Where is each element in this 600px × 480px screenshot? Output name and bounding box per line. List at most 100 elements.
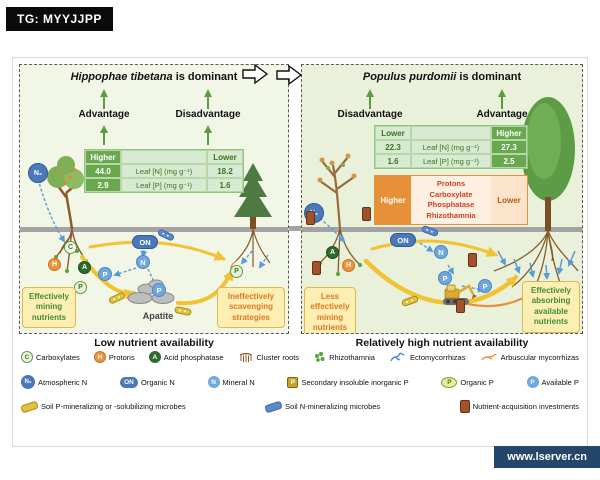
left-panel-art bbox=[37, 89, 272, 316]
n-flow-arrows-icon bbox=[315, 214, 485, 293]
table-header: Lower bbox=[491, 176, 527, 224]
carboxylate-icon: C bbox=[21, 351, 33, 363]
watermark-link[interactable]: www.lserver.cn bbox=[494, 446, 600, 468]
legend-row-2: N₂ Atmospheric N ON Organic N N Mineral … bbox=[21, 375, 579, 389]
apatite-label: Apatite bbox=[142, 311, 174, 321]
legend-item: Rhizothamnia bbox=[313, 351, 375, 363]
trait-item: Phosphatase bbox=[427, 200, 475, 209]
table-cell: 27.3 bbox=[491, 140, 527, 154]
legend-item: H Protons bbox=[93, 351, 135, 363]
secondary-inorganic-p-icon: P bbox=[287, 376, 299, 388]
advantage-label: Advantage bbox=[78, 109, 130, 120]
legend-item: Arbuscular mycorrhizas bbox=[480, 351, 579, 363]
legend-item: N₂ Atmospheric N bbox=[21, 375, 87, 389]
conifer-tree bbox=[226, 163, 272, 281]
legend-label: Acid phosphatase bbox=[163, 352, 224, 362]
table-header: Higher bbox=[375, 176, 411, 224]
table-cell: 44.0 bbox=[85, 164, 121, 178]
legend-label: Soil N-mineralizing microbes bbox=[285, 402, 381, 411]
investment-icon bbox=[468, 253, 477, 267]
available-p-icon: P bbox=[478, 279, 492, 293]
soil-n-microbe-icon bbox=[157, 229, 175, 241]
table-cell: 1.6 bbox=[207, 178, 243, 192]
acid-phosphatase-icon: A bbox=[326, 246, 339, 259]
proton-icon: H bbox=[342, 259, 355, 272]
organic-n-icon: ON bbox=[132, 235, 158, 249]
title-rest: is dominant bbox=[456, 71, 522, 83]
legend-item: Ectomycorrhizas bbox=[389, 351, 465, 363]
advantage-arrows-icon bbox=[100, 89, 212, 145]
investment-icon bbox=[362, 207, 371, 221]
available-p-icon: P bbox=[438, 271, 452, 285]
rhizothamnia-icon bbox=[318, 261, 362, 276]
leaf-nutrient-table: Lower Higher 22.3 Leaf [N] (mg g⁻¹) 27.3… bbox=[374, 125, 528, 169]
title-rest: is dominant bbox=[172, 71, 238, 83]
soil-p-microbe-icon bbox=[108, 292, 126, 304]
advantage-arrows-icon bbox=[366, 89, 506, 109]
mining-strategy-box: Effectively mining nutrients bbox=[22, 287, 76, 329]
soil-line bbox=[20, 227, 288, 232]
carboxylate-icon: C bbox=[64, 241, 77, 254]
advantage-label: Advantage bbox=[476, 109, 528, 120]
table-header-spacer bbox=[411, 126, 491, 140]
acid-phosphatase-icon: A bbox=[78, 261, 91, 274]
soil-line bbox=[302, 227, 582, 232]
table-cell: 1.6 bbox=[375, 154, 411, 168]
legend-item: P Organic P bbox=[441, 376, 494, 388]
figure: Hippophae tibetana is dominant Advantage… bbox=[12, 57, 588, 447]
absorbing-strategy-box: Effectively absorbing available nutrient… bbox=[522, 281, 580, 333]
table-header: Lower bbox=[375, 126, 411, 140]
traits-list: Protons Carboxylate Phosphatase Rhizotha… bbox=[411, 176, 491, 224]
legend-item: P Available P bbox=[526, 376, 579, 388]
trait-item: Rhizothamnia bbox=[426, 210, 476, 220]
investment-icon bbox=[312, 261, 321, 275]
populus-tree bbox=[493, 97, 579, 298]
legend-label: Mineral N bbox=[222, 377, 255, 387]
organic-p-icon: P bbox=[441, 376, 458, 388]
legend-item: C Carboxylates bbox=[21, 351, 80, 363]
organic-p-icon: P bbox=[74, 281, 87, 294]
soil-n-microbe-icon bbox=[264, 400, 283, 413]
available-p-icon: P bbox=[526, 376, 539, 388]
soil-p-microbe-icon bbox=[20, 400, 39, 413]
species-name: Hippophae tibetana bbox=[70, 71, 173, 83]
disadvantage-label: Disadvantage bbox=[337, 109, 403, 120]
legend-label: Organic N bbox=[140, 377, 175, 387]
atmospheric-n-icon: N₂ bbox=[28, 163, 48, 183]
table-cell: Leaf [N] (mg g⁻¹) bbox=[121, 164, 207, 178]
right-panel-title: Populus purdomii is dominant bbox=[302, 71, 582, 83]
legend-item: Soil N-mineralizing microbes bbox=[264, 400, 381, 413]
table-cell: Leaf [P] (mg g⁻¹) bbox=[411, 154, 491, 168]
table-header-spacer bbox=[121, 150, 207, 164]
disadvantage-label: Disadvantage bbox=[175, 109, 241, 120]
proton-icon: H bbox=[93, 351, 106, 363]
legend-label: Ectomycorrhizas bbox=[410, 352, 466, 362]
legend-label: Arbuscular mycorrhizas bbox=[500, 352, 579, 362]
excavator-icon bbox=[443, 284, 477, 305]
mineral-n-icon: N bbox=[207, 376, 220, 388]
soil-n-microbe-icon bbox=[421, 225, 439, 237]
left-panel: Hippophae tibetana is dominant Advantage… bbox=[19, 64, 289, 334]
table-header: Higher bbox=[85, 150, 121, 164]
table-cell: 18.2 bbox=[207, 164, 243, 178]
left-panel-title: Hippophae tibetana is dominant bbox=[20, 71, 288, 83]
legend-item: P Secondary insoluble inorganic P bbox=[287, 376, 409, 388]
ectomycorrhiza-icon bbox=[390, 352, 405, 362]
species-name: Populus purdomii bbox=[362, 71, 457, 83]
mining-strategy-box: Less effectively mining nutrients bbox=[304, 287, 356, 333]
table-cell: 2.5 bbox=[491, 154, 527, 168]
table-cell: Leaf [P] (mg g⁻¹) bbox=[121, 178, 207, 192]
arbuscular-mycorrhiza-icon bbox=[480, 353, 497, 361]
declining-hippophae-tree bbox=[317, 153, 362, 276]
organic-n-icon: ON bbox=[119, 376, 138, 388]
investment-icon bbox=[456, 299, 465, 313]
right-panel: Populus purdomii is dominant Disadvantag… bbox=[301, 64, 583, 334]
legend-label: Cluster roots bbox=[256, 352, 300, 362]
soil-line bbox=[287, 226, 303, 231]
atmospheric-n-icon: N₂ bbox=[21, 375, 35, 389]
soil-p-microbe-icon bbox=[401, 295, 419, 307]
table-cell: 22.3 bbox=[375, 140, 411, 154]
table-header: Lower bbox=[207, 150, 243, 164]
rhizothamnia-icon bbox=[315, 352, 325, 362]
legend-row-1: C Carboxylates H Protons A Acid phosphat… bbox=[21, 351, 579, 363]
